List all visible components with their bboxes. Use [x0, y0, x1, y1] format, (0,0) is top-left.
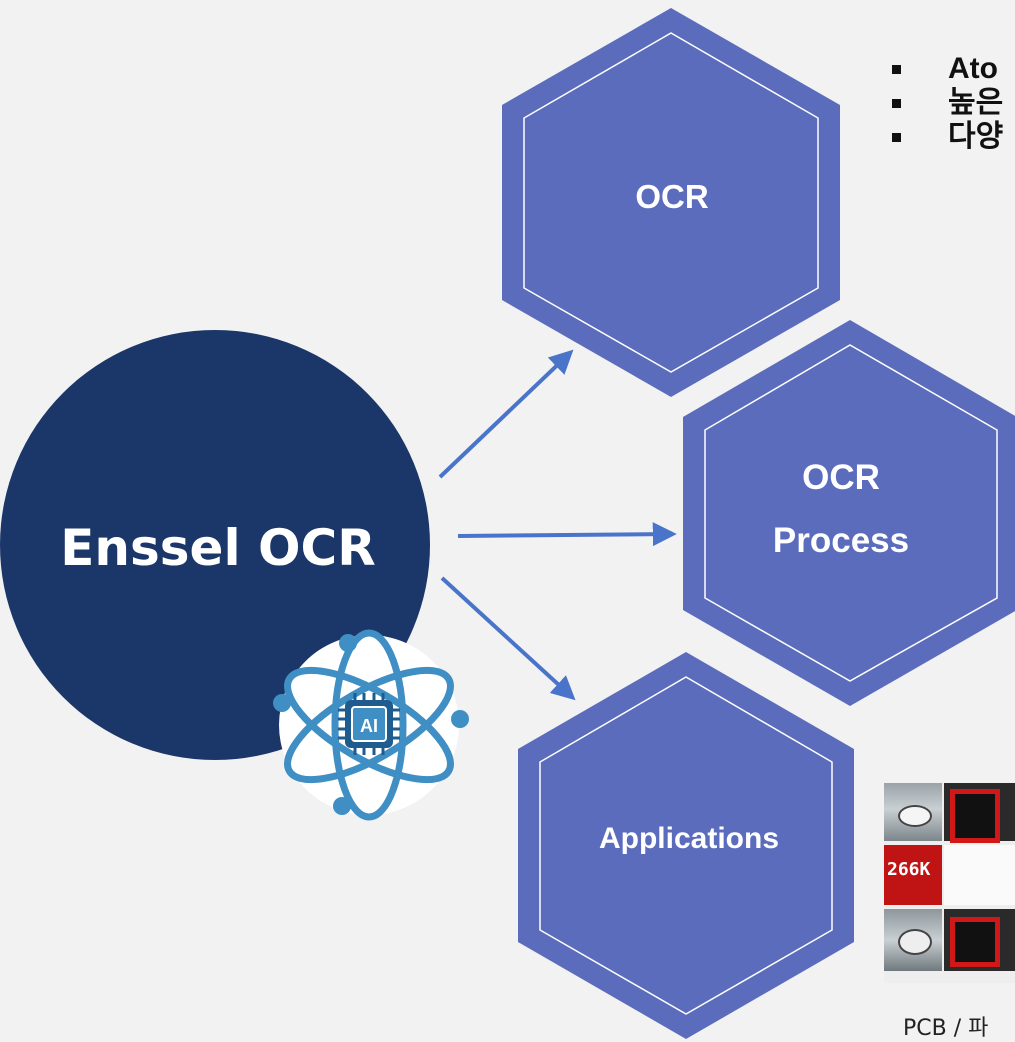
pcb-thumbnail: 266K	[884, 783, 1015, 983]
bullet-marker	[892, 65, 901, 74]
hexagon-ocr-process-label-1: OCR	[802, 458, 880, 497]
hexagon-applications-label: Applications	[599, 822, 779, 855]
thumb-cell-connector-hole-2	[898, 929, 932, 955]
arrow-to-ocr-process	[457, 522, 677, 547]
bullet-item: 높은	[888, 86, 1003, 120]
hexagon-ocr-process: OCR Process	[683, 320, 1015, 706]
thumb-cell-red-frame-2	[950, 917, 1000, 967]
thumb-cell-red-frame	[950, 789, 1000, 843]
thumb-cell-red-label	[884, 845, 942, 905]
thumb-cell-label-text: 266K	[887, 859, 931, 880]
bullet-marker	[892, 133, 901, 142]
bullet-text: Ato	[948, 52, 998, 85]
bullet-text: 다양	[948, 120, 1004, 153]
ai-chip-label: AI	[360, 716, 378, 736]
atom-ai-icon: AI	[273, 629, 469, 821]
bullet-text: 높은	[948, 86, 1004, 119]
bullet-list: Ato 높은 다양	[888, 52, 1003, 154]
bullet-item: Ato	[888, 52, 1003, 86]
thumb-cell-connector-hole	[898, 805, 932, 827]
bullet-marker	[892, 99, 901, 108]
arrow-to-applications	[440, 576, 576, 701]
bullet-item: 다양	[888, 120, 1003, 154]
hexagon-ocr: OCR	[502, 8, 840, 397]
arrow-to-ocr	[438, 349, 574, 479]
thumb-cell-white	[944, 845, 1015, 905]
thumbnail-caption: PCB / 파	[903, 1016, 989, 1041]
main-title: Enssel OCR	[60, 519, 375, 577]
hexagon-applications: Applications	[518, 652, 854, 1039]
hexagon-ocr-process-label-2: Process	[773, 521, 909, 560]
hexagon-ocr-label: OCR	[635, 178, 709, 215]
